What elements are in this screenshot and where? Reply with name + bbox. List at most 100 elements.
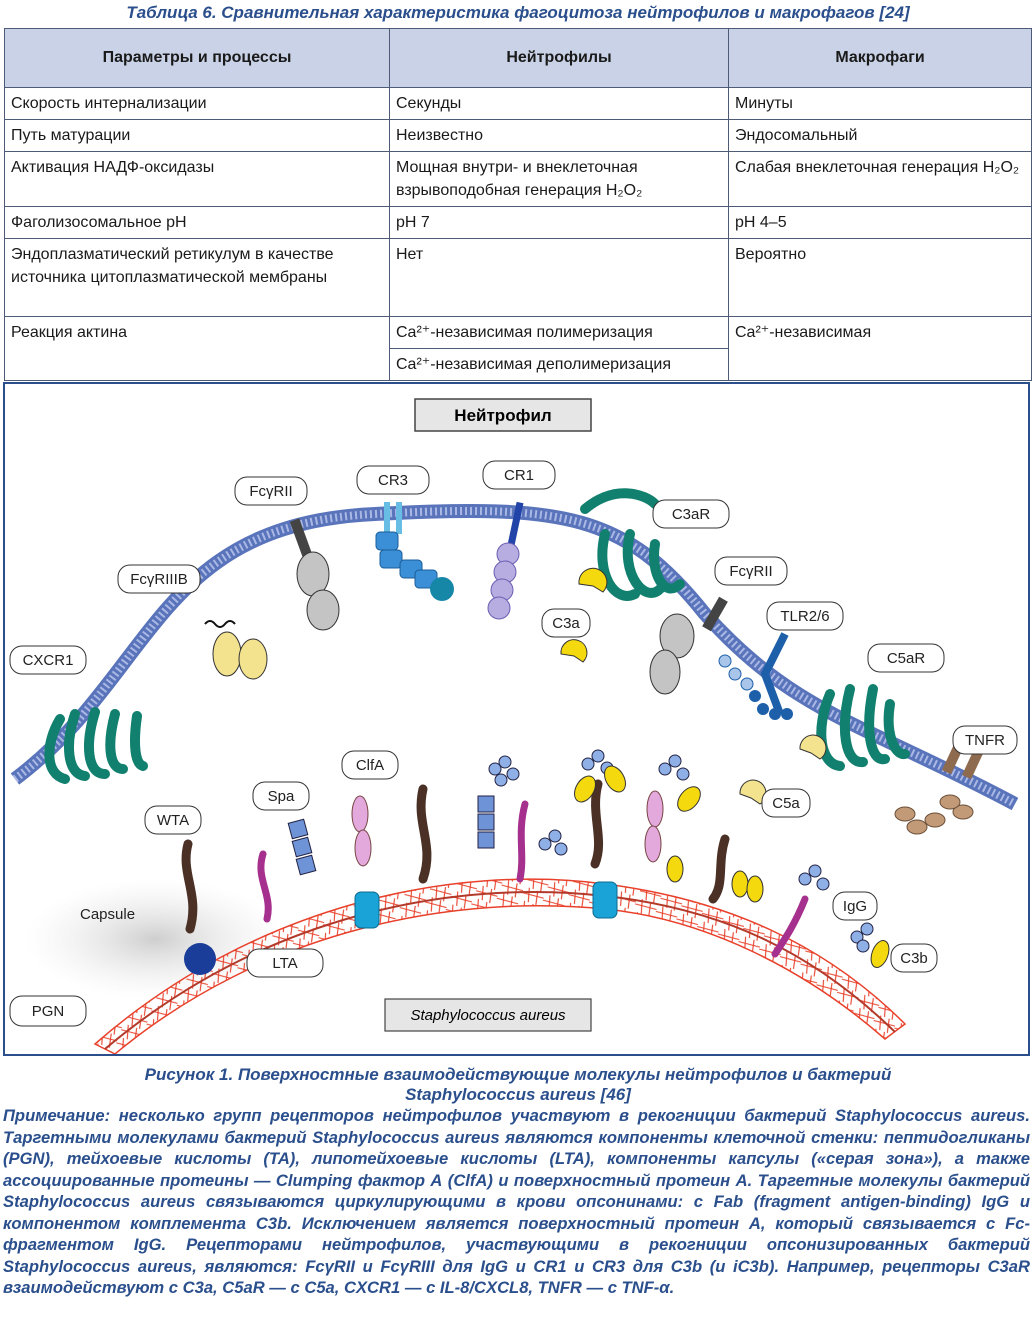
svg-text:IgG: IgG [843,898,867,915]
header-neutrophils: Нейтрофилы [389,28,729,88]
cell-macro: Эндосомальный [728,119,1032,152]
svg-text:FcγRIIIB: FcγRIIIB [130,571,188,588]
svg-text:Spa: Spa [268,788,295,805]
tnfr-domain [939,794,961,810]
wta-molecule [181,839,198,934]
cell-neut: Ca²⁺-независимая полимеризация [389,316,729,349]
spa-domain [287,818,309,840]
comparison-table: Параметры и процессы Нейтрофилы Макрофаг… [4,28,1032,381]
svg-text:C3aR: C3aR [672,506,711,523]
c3a-ligand [560,639,588,663]
spa-domain [477,795,495,813]
lta-molecule [771,895,809,958]
table-row: Реакция актина Ca²⁺-независимая полимери… [4,316,1032,381]
cell-macro: Слабая внеклеточная генерация H₂O₂ [728,151,1032,207]
fcgrii-domain [649,649,681,695]
label-igg: IgG [832,891,878,921]
tlr-bead [769,708,781,720]
label-fcgriiib: FcγRIIIB [117,564,201,594]
table-header-row: Параметры и процессы Нейтрофилы Макрофаг… [4,28,1032,88]
cell-param: Эндоплазматический ретикулум в качестве … [4,238,390,317]
svg-text:PGN: PGN [32,1003,65,1020]
cell-param: Активация НАДФ-оксидазы [4,151,390,207]
svg-text:LTA: LTA [272,955,297,972]
igg-cluster [488,749,874,953]
figure-frame: Нейтрофил [3,382,1030,1056]
label-tnfr: TNFR [952,725,1018,755]
spa-domain [295,854,317,876]
figure-note: Примечание: несколько групп рецепторов н… [3,1106,1030,1297]
label-fcgrii: FcγRII [234,476,308,506]
fcgrii-domain [306,589,340,631]
cell-macro: Минуты [728,87,1032,120]
cr1-stalk [507,501,524,547]
cell-param: Реакция актина [4,316,390,381]
label-spa: Spa [252,781,310,811]
porin-channel [354,891,380,929]
svg-text:WTA: WTA [157,812,189,829]
table-row: Путь матурации Неизвестно Эндосомальный [4,119,1032,152]
spa-domain [477,831,495,849]
table-row: Скорость интернализации Секунды Минуты [4,87,1032,120]
cr3-stalk [396,502,402,534]
cr3-domain [375,531,399,551]
spa-domain [291,836,313,858]
wta-molecule [590,779,604,869]
porin-channel [592,881,618,919]
svg-text:FcγRII: FcγRII [249,483,292,500]
label-tlr: TLR2/6 [766,601,844,631]
svg-text:TLR2/6: TLR2/6 [780,608,829,625]
clfa-domain [354,829,372,867]
svg-text:ClfA: ClfA [356,757,384,774]
neutrophil-title: Нейтрофил [454,406,551,425]
label-fcgrii-2: FcγRII [714,556,788,586]
label-c3ar: C3aR [652,499,730,529]
table-row: Активация НАДФ-оксидазы Мощная внутри- и… [4,151,1032,207]
spa-domain [477,813,495,831]
clfa-domain [351,795,369,833]
neutrophil-bacteria-diagram: Нейтрофил [9,398,1019,1055]
fcgriiib-domain [212,631,242,677]
label-capsule: Capsule [80,906,135,923]
label-lta: LTA [246,948,324,978]
pgn-node [184,943,216,975]
bacterium-title-box [384,998,592,1032]
label-cr3: CR3 [356,465,430,495]
cell-param: Скорость интернализации [4,87,390,120]
label-c3a: C3a [541,608,591,638]
tlr-bead [781,708,793,720]
label-wta: WTA [144,805,202,835]
table-row: Фаголизосомальное рН рН 7 рН 4–5 [4,206,1032,239]
svg-text:C3a: C3a [552,615,580,632]
cxcr1-receptor [44,707,148,784]
cell-macro: Вероятно [728,238,1032,317]
wta-molecule [708,834,730,904]
cr1-domain [487,596,511,620]
lta-molecule [516,800,529,883]
label-c5ar: C5aR [867,643,945,673]
cell-neut: Мощная внутри- и внеклеточная взрывоподо… [389,151,729,207]
fcgriiib-anchor [204,620,236,628]
capsule-area [25,879,285,999]
cr3-head [430,577,454,601]
cell-neut: рН 7 [389,206,729,239]
svg-text:C5a: C5a [772,795,800,812]
tnfr-domain [924,812,946,828]
cell-neut: Нет [389,238,729,317]
clfa-domain [646,790,664,828]
svg-text:CXCR1: CXCR1 [23,652,74,669]
lta-molecule [257,850,272,923]
table-row: Ca²⁺-независимая деполимеризация [5,348,1032,381]
label-c3b: C3b [890,943,938,973]
tlr-bead [718,654,732,668]
tnfr-domain [894,806,916,822]
label-cr1: CR1 [482,460,556,490]
cr3-domain [379,549,403,569]
figure-caption-line2: Staphylococcus aureus [46] [405,1085,631,1104]
fcgriiib-domain [238,638,268,680]
bacterium-title: Staphylococcus aureus [410,1007,566,1024]
header-params: Параметры и процессы [4,28,390,88]
cell-macro: Ca²⁺-независимая [728,316,1032,381]
wta-molecule [416,784,432,884]
tlr-stalk [760,632,789,716]
